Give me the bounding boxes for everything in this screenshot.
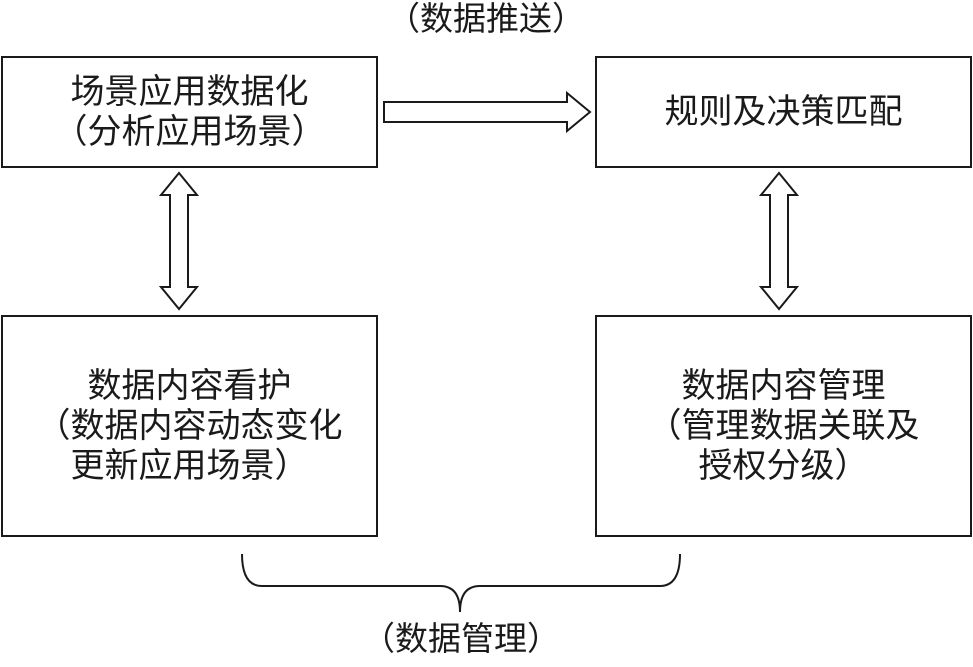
content-management-desc-2: 授权分级） [698,446,869,486]
content-management-box: 数据内容管理 （管理数据关联及 授权分级） [595,315,972,537]
scene-dataization-subtitle: （分析应用场景） [53,112,326,152]
data-management-brace [241,553,681,613]
data-push-label: （数据推送） [387,0,585,38]
right-arrow [383,90,592,134]
right-double-arrow [758,171,800,311]
content-management-title: 数据内容管理 [681,366,886,406]
rule-matching-box: 规则及决策匹配 [595,56,972,168]
content-care-desc-1: （数据内容动态变化 [36,406,343,446]
content-care-desc-2: 更新应用场景） [70,446,309,486]
content-management-desc-1: （管理数据关联及 [647,406,920,446]
content-care-title: 数据内容看护 [87,366,292,406]
scene-dataization-title: 场景应用数据化 [70,72,309,112]
data-management-label: （数据管理） [362,619,560,658]
left-double-arrow [158,171,200,311]
scene-dataization-box: 场景应用数据化 （分析应用场景） [1,56,378,168]
rule-matching-title: 规则及决策匹配 [664,92,903,132]
content-care-box: 数据内容看护 （数据内容动态变化 更新应用场景） [1,315,378,537]
